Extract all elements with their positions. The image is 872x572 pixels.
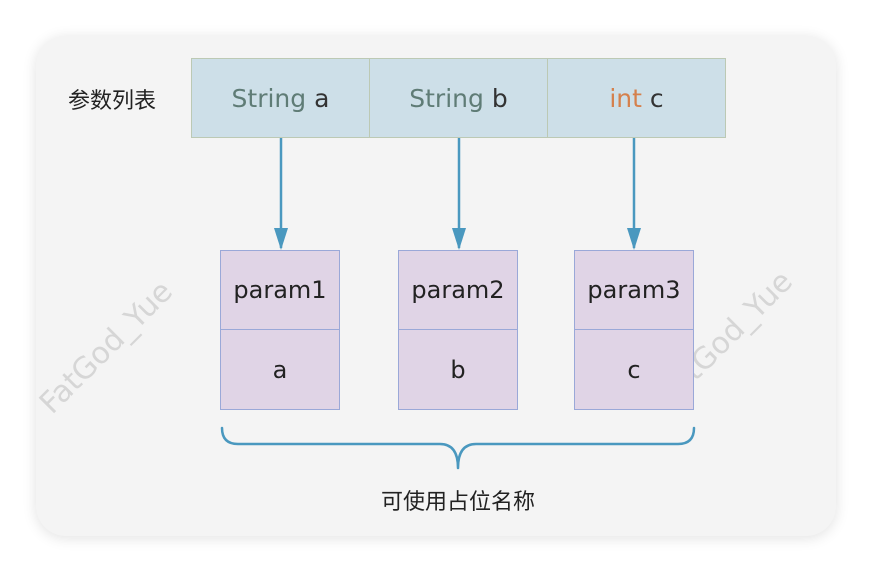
placeholder-slot-2: param2 b [398, 250, 518, 410]
parameter-name: c [649, 83, 664, 113]
curly-brace [220, 426, 696, 470]
arrowhead-1 [274, 228, 288, 250]
parameter-type: String [231, 83, 307, 113]
parameter-list-row: String a String b int c [191, 58, 726, 138]
placeholder-name-label: 可使用占位名称 [380, 490, 535, 515]
parameter-cell-c: int c [548, 59, 725, 137]
parameter-cell-b: String b [370, 59, 548, 137]
parameter-name: a [314, 83, 330, 113]
placeholder-name: param1 [221, 251, 339, 330]
parameter-list-label: 参数列表 [68, 89, 157, 114]
arrowhead-2 [452, 228, 466, 250]
arrowhead-3 [627, 228, 641, 250]
placeholder-value: b [450, 355, 466, 384]
parameter-name: b [491, 83, 508, 113]
parameter-cell-a: String a [192, 59, 370, 137]
parameter-type: int [609, 83, 642, 113]
placeholder-value: a [272, 355, 288, 384]
placeholder-name: param3 [575, 251, 693, 330]
placeholder-slot-1: param1 a [220, 250, 340, 410]
placeholder-name: param2 [399, 251, 517, 330]
placeholder-slot-3: param3 c [574, 250, 694, 410]
placeholder-value: c [627, 355, 641, 384]
parameter-type: String [409, 83, 484, 113]
